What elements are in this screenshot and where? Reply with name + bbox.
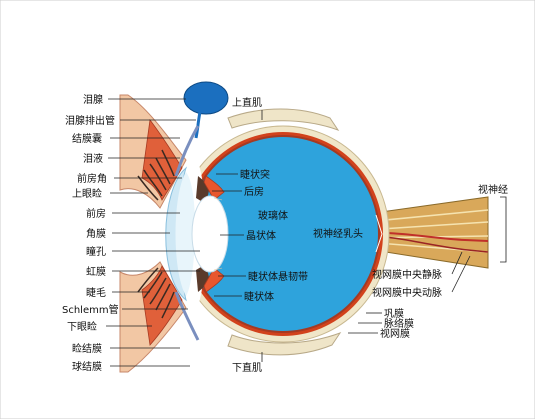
label-zonule: 睫状体悬韧带 <box>248 270 308 283</box>
label-superior-rectus: 上直肌 <box>232 96 262 109</box>
upper-conjunctiva <box>174 125 200 177</box>
label-lacrimal-gland: 泪腺 <box>83 93 103 106</box>
leader-central-retinal-artery <box>451 255 471 293</box>
label-palpebral-conjunctiva: 睑结膜 <box>72 342 102 355</box>
label-sclera: 巩膜 <box>384 308 404 320</box>
label-lens: 晶状体 <box>246 229 276 242</box>
label-anterior-chamber: 前房 <box>86 207 106 220</box>
label-retina: 视网膜 <box>380 327 410 340</box>
label-upper-eyelid: 上眼睑 <box>72 187 102 200</box>
label-anterior-chamber-angle: 前房角 <box>77 172 107 185</box>
label-conjunctival-sac: 结膜囊 <box>72 132 102 145</box>
label-ciliary-body: 睫状体 <box>244 290 274 303</box>
label-central-retinal-vein: 视网膜中央静脉 <box>372 268 442 281</box>
leader-central-retinal-vein <box>451 251 463 275</box>
anterior-chamber-shape <box>175 172 196 296</box>
label-eyelash: 睫毛 <box>86 287 106 299</box>
lower-conjunctiva <box>174 291 200 341</box>
label-tears: 泪液 <box>83 152 103 165</box>
label-bulbar-conjunctiva: 球结膜 <box>72 360 102 373</box>
leader-optic-nerve <box>500 196 507 263</box>
lower-eyelashes <box>137 267 175 319</box>
label-vitreous-body: 玻璃体 <box>258 209 288 222</box>
label-inferior-rectus: 下直肌 <box>232 361 262 374</box>
label-posterior-chamber: 后房 <box>244 185 264 198</box>
superior-rectus-muscle <box>227 108 340 131</box>
upper-eyelid-muscle <box>141 118 183 201</box>
lens-shape <box>191 195 229 273</box>
label-lacrimal-duct: 泪腺排出管 <box>65 114 115 127</box>
label-central-retinal-artery: 视网膜中央动脉 <box>372 286 442 299</box>
zonule-fibers <box>213 197 223 271</box>
label-schlemm-canal: Schlemm管 <box>62 303 119 316</box>
label-optic-nerve: 视神经 <box>478 183 508 196</box>
lower-eyelid-muscle <box>141 265 183 346</box>
inferior-rectus-muscle <box>227 331 342 356</box>
label-optic-disc: 视神经乳头 <box>313 227 363 240</box>
label-lower-eyelid: 下眼睑 <box>67 320 97 333</box>
lacrimal-gland <box>183 81 229 115</box>
label-cornea: 角膜 <box>86 228 106 240</box>
label-pupil: 瞳孔 <box>86 245 106 258</box>
left-labels: 泪腺 泪腺排出管 结膜囊 泪液 前房角 上眼睑 前房 角膜 瞳孔 虹膜 睫毛 S… <box>62 93 200 373</box>
vitreous-body <box>188 137 378 331</box>
optic-nerve-fibers <box>364 209 489 253</box>
label-choroid: 脉络膜 <box>384 317 414 330</box>
label-ciliary-process: 睫状突 <box>240 168 270 181</box>
optic-disc-bracket <box>375 214 383 253</box>
label-iris: 虹膜 <box>86 266 106 278</box>
lacrimal-duct <box>194 111 202 139</box>
